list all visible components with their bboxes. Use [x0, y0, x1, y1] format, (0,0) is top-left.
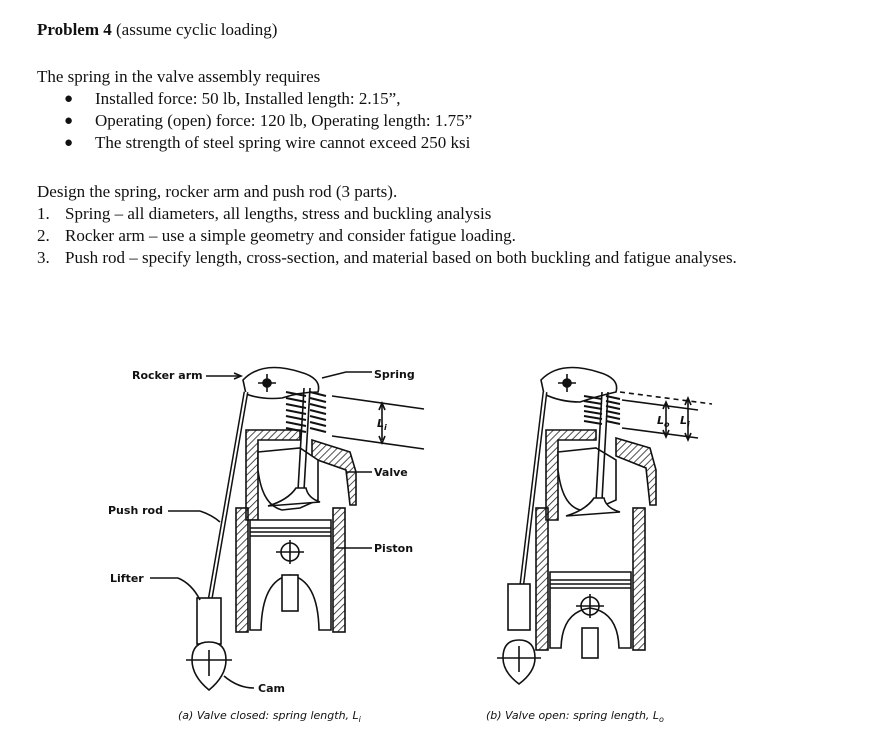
part-item: 3. Push rod – specify length, cross-secti…: [37, 247, 817, 269]
piston: [549, 571, 632, 659]
lifter: [507, 583, 531, 631]
cam: [186, 641, 232, 692]
valve-spring: [285, 391, 327, 433]
parts-list: 1. Spring – all diameters, all lengths, s…: [37, 203, 817, 269]
label-rocker-arm: Rocker arm: [132, 369, 203, 382]
label-lo-b: Lo: [657, 414, 670, 429]
bullet-icon: ●: [64, 91, 74, 107]
part-text: Rocker arm – use a simple geometry and c…: [65, 226, 516, 245]
label-li-b: Li: [680, 414, 690, 429]
cylinder-wall-right: [332, 507, 346, 633]
part-item: 2. Rocker arm – use a simple geometry and…: [37, 225, 817, 247]
requirement-text: Installed force: 50 lb, Installed length…: [95, 89, 401, 108]
lifter: [196, 597, 222, 645]
pivot-icon: [258, 374, 276, 392]
label-li-a: Li: [377, 417, 387, 432]
label-lifter: Lifter: [110, 572, 144, 585]
part-item: 1. Spring – all diameters, all lengths, s…: [37, 203, 817, 225]
caption-b: (b) Valve open: spring length, Lo: [486, 709, 664, 724]
problem-note: (assume cyclic loading): [116, 20, 278, 39]
requirement-item: ● The strength of steel spring wire canno…: [37, 132, 472, 154]
part-number: 1.: [37, 204, 50, 223]
label-spring: Spring: [374, 368, 415, 381]
valve-head: [267, 487, 321, 507]
part-number: 2.: [37, 226, 50, 245]
rocker-arm: [242, 366, 320, 400]
requirement-item: ● Installed force: 50 lb, Installed lengt…: [37, 88, 472, 110]
label-valve: Valve: [374, 466, 408, 479]
valve-stem: [595, 391, 603, 501]
requirements-list: ● Installed force: 50 lb, Installed lengt…: [37, 88, 472, 154]
label-push-rod: Push rod: [108, 504, 163, 517]
valve-head: [565, 497, 621, 517]
part-text: Spring – all diameters, all lengths, str…: [65, 204, 492, 223]
label-cam: Cam: [258, 682, 285, 695]
problem-number: Problem 4: [37, 20, 112, 39]
pivot-icon: [558, 374, 576, 392]
cylinder-wall-left: [235, 507, 249, 633]
cam: [497, 639, 541, 686]
bullet-icon: ●: [64, 113, 74, 129]
piston: [249, 519, 332, 631]
requirement-item: ● Operating (open) force: 120 lb, Operati…: [37, 110, 472, 132]
problem-title: Problem 4 (assume cyclic loading): [37, 20, 277, 40]
requirement-text: Operating (open) force: 120 lb, Operatin…: [95, 111, 473, 130]
cylinder-wall-right: [632, 507, 646, 651]
valve-assembly-figure: Rocker arm Spring Valve Push rod Piston …: [108, 366, 713, 724]
cylinder-wall-left: [535, 507, 549, 651]
valve-stem: [297, 387, 305, 491]
diagram-valve-open: [497, 366, 713, 686]
requirement-text: The strength of steel spring wire cannot…: [95, 133, 471, 152]
intro-text: The spring in the valve assembly require…: [37, 67, 321, 86]
part-text: Push rod – specify length, cross-section…: [65, 248, 737, 267]
valve-spring: [583, 395, 621, 425]
caption-a: (a) Valve closed: spring length, Li: [178, 709, 362, 724]
rocker-arm: [540, 366, 618, 403]
diagram-valve-closed: [150, 366, 425, 692]
design-intro: Design the spring, rocker arm and push r…: [37, 182, 398, 201]
label-piston: Piston: [374, 542, 413, 555]
part-number: 3.: [37, 248, 50, 267]
bullet-icon: ●: [64, 135, 74, 151]
